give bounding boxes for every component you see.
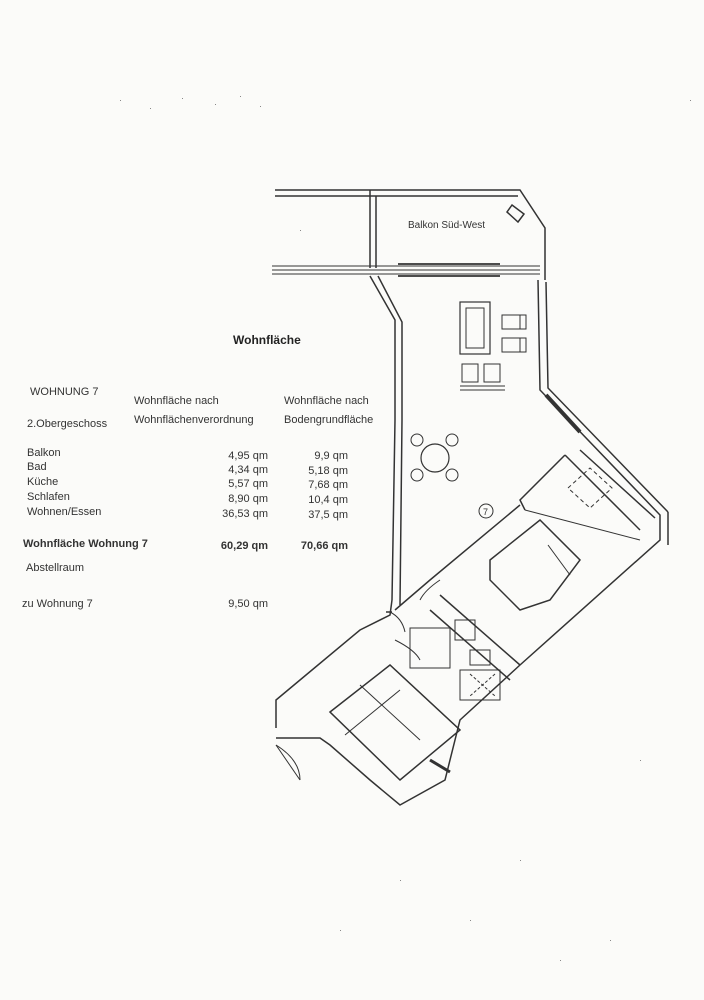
col2-header-line1: Wohnfläche nach bbox=[284, 395, 369, 407]
row-room: Wohnen/Essen bbox=[27, 506, 102, 518]
row-value-1: 36,53 qm bbox=[222, 508, 268, 520]
row-value-2: 5,18 qm bbox=[308, 465, 348, 477]
col2-header-line2: Bodengrundfläche bbox=[284, 414, 374, 426]
storage-value: 9,50 qm bbox=[228, 598, 268, 610]
row-value-1: 4,95 qm bbox=[228, 450, 268, 462]
unit-marker: 7 bbox=[483, 507, 488, 517]
total-value-1: 60,29 qm bbox=[220, 540, 268, 552]
balcony-label: Balkon Süd-West bbox=[408, 220, 485, 231]
row-room: Balkon bbox=[27, 447, 61, 459]
row-value-2: 37,5 qm bbox=[308, 509, 348, 521]
row-value-1: 8,90 qm bbox=[228, 493, 268, 505]
row-value-1: 4,34 qm bbox=[228, 464, 268, 476]
col1-header-line1: Wohnfläche nach bbox=[134, 395, 219, 407]
row-value-2: 10,4 qm bbox=[308, 494, 348, 506]
row-value-1: 5,57 qm bbox=[228, 478, 268, 490]
row-value-2: 9,9 qm bbox=[314, 450, 348, 462]
storage-sub: zu Wohnung 7 bbox=[22, 598, 93, 610]
page-title: Wohnfläche bbox=[233, 333, 301, 347]
row-room: Bad bbox=[27, 461, 47, 473]
total-value-2: 70,66 qm bbox=[300, 540, 348, 552]
row-room: Küche bbox=[27, 476, 59, 488]
row-value-2: 7,68 qm bbox=[308, 479, 348, 491]
row-room: Schlafen bbox=[27, 491, 70, 503]
storage-label: Abstellraum bbox=[26, 562, 85, 574]
col1-header-line2: Wohnflächenverordnung bbox=[134, 414, 254, 426]
total-label: Wohnfläche Wohnung 7 bbox=[23, 538, 148, 550]
floor-label: 2.Obergeschoss bbox=[27, 418, 108, 430]
apartment-label: WOHNUNG 7 bbox=[30, 386, 99, 398]
